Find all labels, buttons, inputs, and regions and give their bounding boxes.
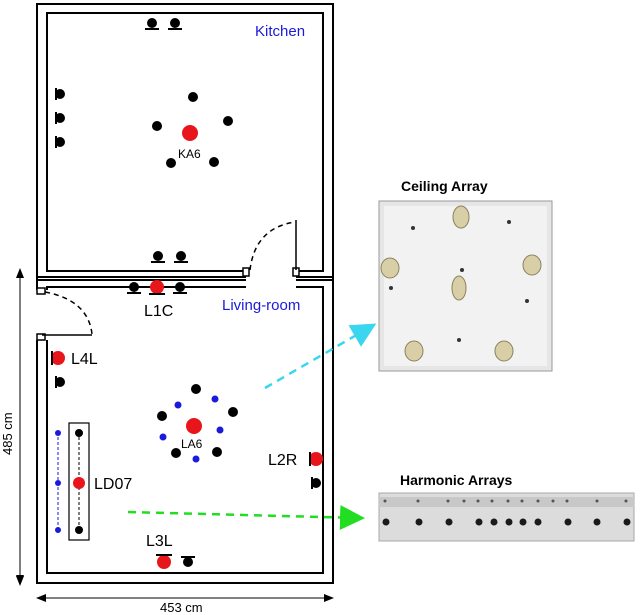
height-dimension <box>16 268 24 586</box>
harmonic-arrays-arrow <box>127 504 365 530</box>
door-jambs <box>36 267 300 341</box>
harmonic-arrays-photo <box>378 492 635 542</box>
harmonic-arrays-title: Harmonic Arrays <box>400 472 513 488</box>
kitchen-top-mics <box>145 18 182 30</box>
l3l-label: L3L <box>146 533 173 550</box>
l2r-mics <box>309 452 323 489</box>
ceiling-array-photo <box>378 200 553 372</box>
width-dimension <box>36 594 334 602</box>
kitchen-ceiling-array <box>152 92 233 168</box>
kitchen-walls <box>36 3 334 281</box>
l1c-label: L1C <box>144 303 173 320</box>
kitchen-left-mics <box>55 88 65 148</box>
kitchen-door-swing <box>249 221 296 271</box>
width-dimension-label: 453 cm <box>160 600 203 615</box>
door-openings <box>30 265 296 340</box>
l4l-mics <box>51 351 65 388</box>
living-room-label: Living-room <box>222 297 300 314</box>
ld07-label: LD07 <box>94 476 132 493</box>
l3l-mics <box>156 554 195 569</box>
height-dimension-label: 485 cm <box>0 412 15 455</box>
ld07-array <box>55 422 90 541</box>
ka6-label: KA6 <box>178 147 201 161</box>
kitchen-label: Kitchen <box>255 23 305 40</box>
la6-label: LA6 <box>181 437 203 451</box>
l1c-mics <box>127 280 187 295</box>
living-door-swing <box>44 291 93 335</box>
la6-array <box>157 384 238 463</box>
kitchen-bottom-mics <box>151 251 188 263</box>
ceiling-array-arrow <box>264 323 377 390</box>
l2r-label: L2R <box>268 452 297 469</box>
l4l-label: L4L <box>71 351 98 368</box>
ceiling-array-title: Ceiling Array <box>401 178 488 194</box>
